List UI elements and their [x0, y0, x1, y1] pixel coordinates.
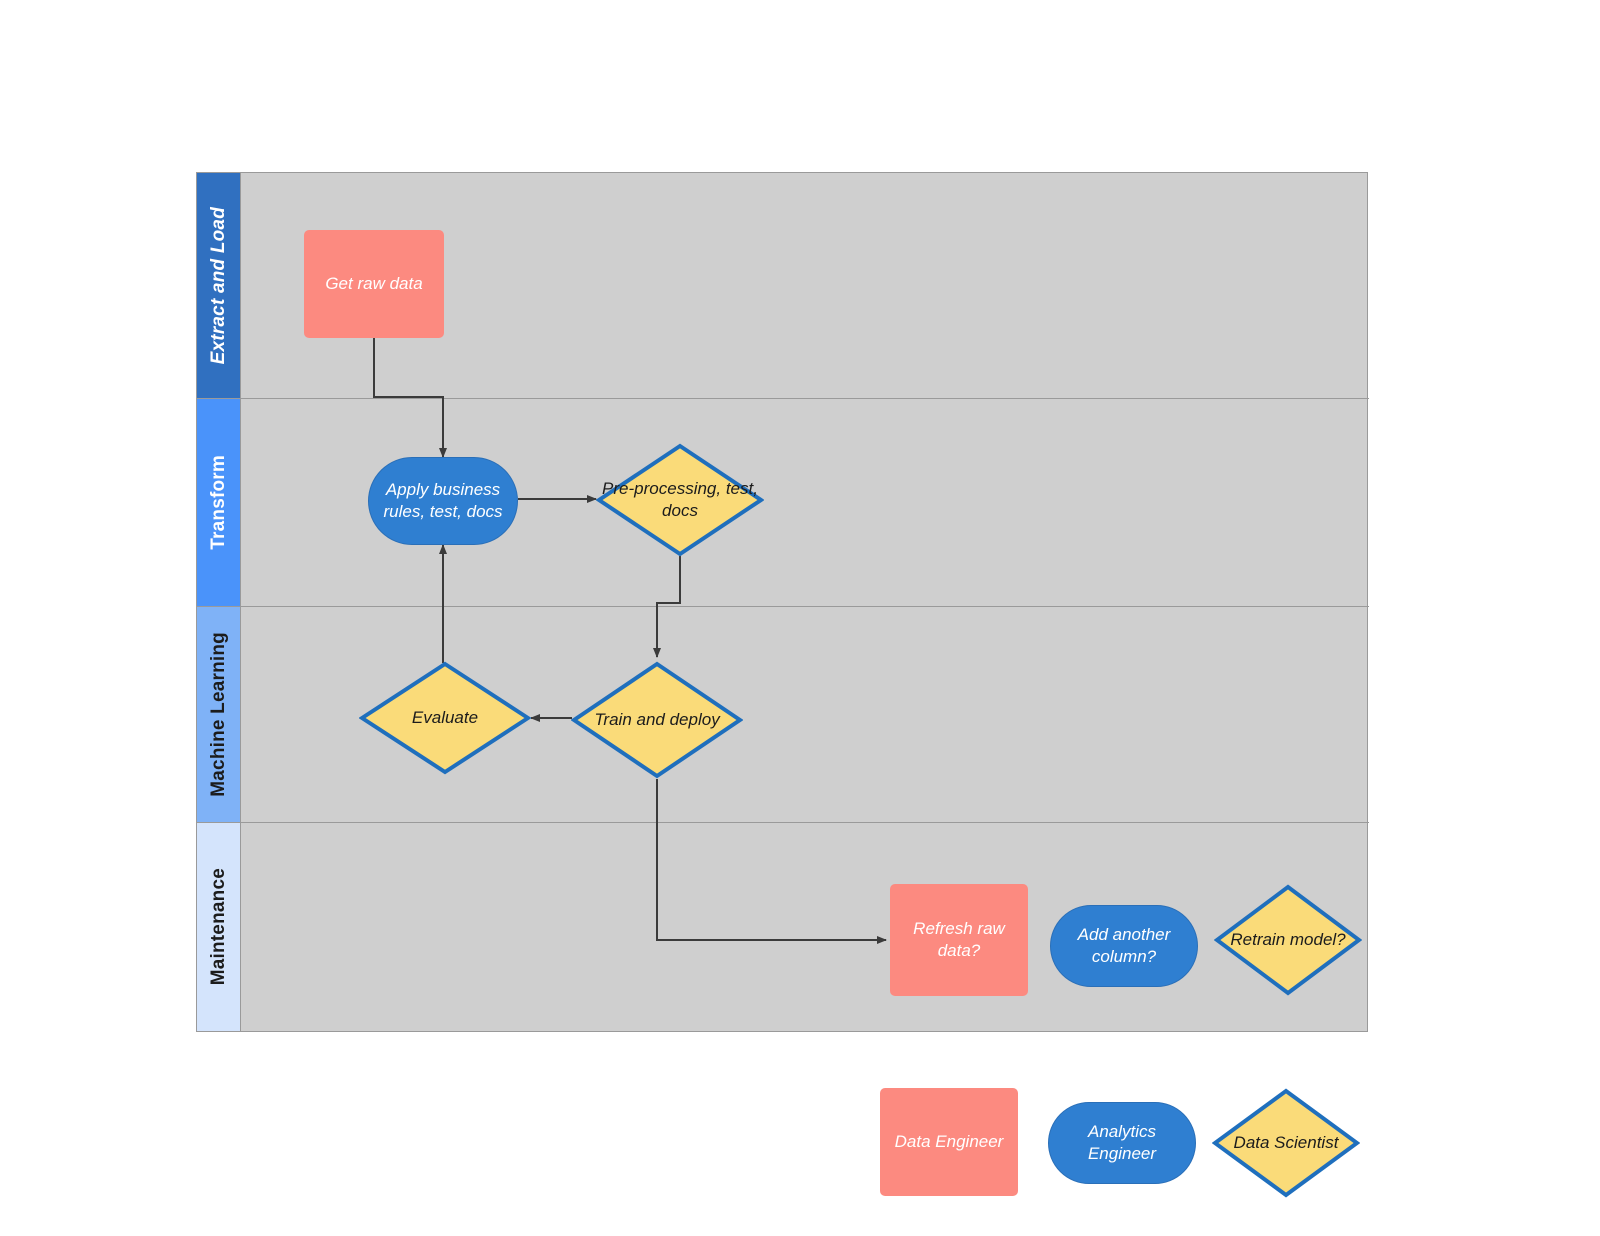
diamond-shape-retrain-model — [1214, 884, 1362, 996]
node-label-apply-rules: Apply business rules, test, docs — [383, 480, 503, 521]
node-get-raw-data[interactable]: Get raw data — [304, 230, 444, 338]
lane-title-maintenance: Maintenance — [207, 868, 229, 986]
node-add-another-column[interactable]: Add another column? — [1050, 905, 1198, 987]
lane-header-transform: Transform — [197, 399, 241, 606]
lane-header-machine-learning: Machine Learning — [197, 607, 241, 822]
lane-header-maintenance: Maintenance — [197, 823, 241, 1031]
lane-body-maintenance — [241, 823, 1369, 1031]
legend-label-analytics-engineer: Analytics Engineer — [1087, 1122, 1157, 1163]
diamond-shape-train-and-deploy — [571, 661, 743, 779]
node-retrain-model[interactable]: Retrain model? — [1214, 884, 1362, 996]
lane-header-extract-and-load: Extract and Load — [197, 173, 241, 398]
lane-maintenance: Maintenance — [197, 823, 1369, 1031]
node-evaluate[interactable]: Evaluate — [359, 661, 531, 775]
legend-item-data-scientist[interactable]: Data Scientist — [1212, 1088, 1360, 1198]
node-apply-rules[interactable]: Apply business rules, test, docs — [368, 457, 518, 545]
lane-transform: Transform — [197, 399, 1369, 607]
diamond-shape-pre-processing — [596, 443, 764, 557]
lane-extract-and-load: Extract and Load — [197, 173, 1369, 399]
diamond-shape-evaluate — [359, 661, 531, 775]
legend-item-analytics-engineer[interactable]: Analytics Engineer — [1048, 1102, 1196, 1184]
lane-title-extract-and-load: Extract and Load — [207, 206, 229, 365]
node-label-add-another-column: Add another column? — [1077, 925, 1171, 966]
node-label-get-raw-data: Get raw data — [325, 274, 423, 294]
node-pre-processing[interactable]: Pre-processing, test, docs — [596, 443, 764, 557]
diamond-shape-data-scientist — [1212, 1088, 1360, 1198]
node-label-pre-processing: Pre-processing, test, docs — [602, 479, 758, 520]
lane-title-machine-learning: Machine Learning — [207, 632, 229, 797]
node-label-train-and-deploy: Train and deploy — [594, 710, 720, 730]
node-train-and-deploy[interactable]: Train and deploy — [571, 661, 743, 779]
legend-label-data-engineer: Data Engineer — [894, 1132, 1004, 1152]
node-label-retrain-model: Retrain model? — [1230, 930, 1346, 950]
legend: Data Engineer Analytics Engineer Data Sc… — [880, 1088, 1360, 1198]
lane-title-transform: Transform — [207, 455, 229, 550]
node-label-refresh-raw-data: Refresh raw data? — [913, 919, 1005, 960]
legend-item-data-engineer[interactable]: Data Engineer — [880, 1088, 1018, 1196]
legend-label-data-scientist: Data Scientist — [1233, 1133, 1339, 1153]
node-label-evaluate: Evaluate — [411, 708, 479, 728]
node-refresh-raw-data[interactable]: Refresh raw data? — [890, 884, 1028, 996]
